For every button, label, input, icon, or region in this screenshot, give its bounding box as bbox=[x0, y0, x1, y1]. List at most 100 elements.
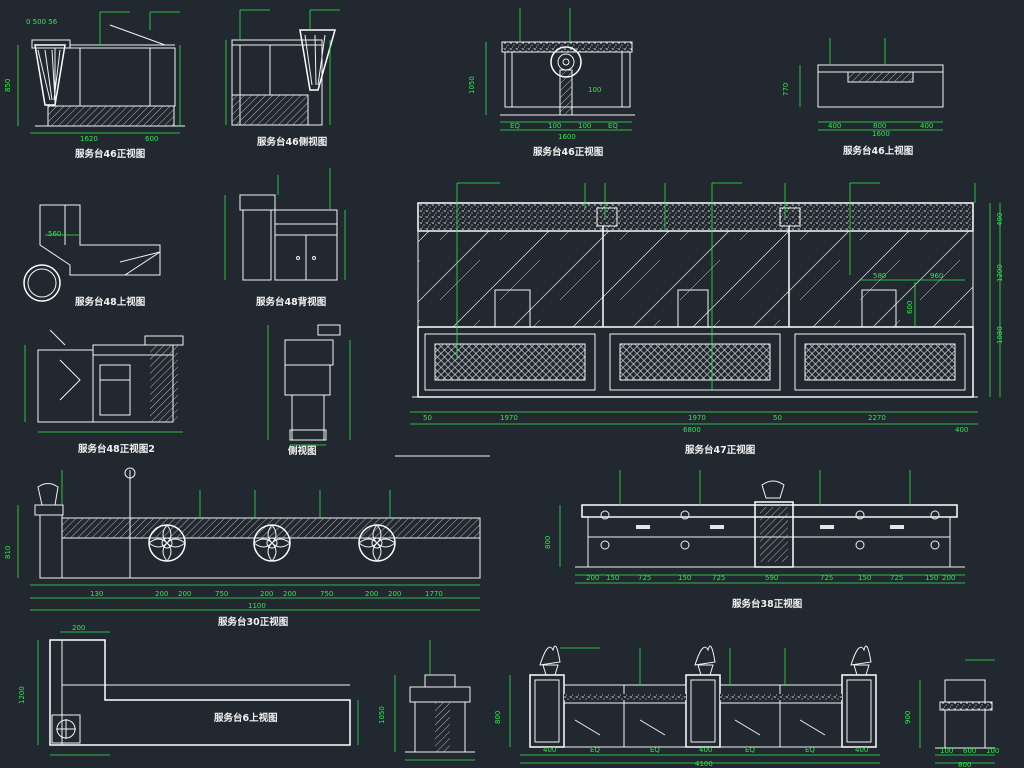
dim-30-h1: 810 bbox=[4, 546, 12, 559]
dim-30-p1: 200 bbox=[155, 590, 168, 598]
dim-47-r2: 1080 bbox=[996, 326, 1004, 344]
dim-6f-h0: 800 bbox=[494, 711, 502, 724]
view-38-front: 200 150 725 150 725 590 725 150 725 150 … bbox=[544, 470, 965, 610]
dim-30-p7: 200 bbox=[365, 590, 378, 598]
planter-left bbox=[539, 645, 561, 676]
dim-f46-total: 1600 bbox=[558, 133, 576, 141]
view-46-front: 1050 EQ 100 100 EQ 1600 100 服务台46正视图 bbox=[468, 8, 635, 158]
planter-right bbox=[850, 645, 872, 676]
dim-47-total: 6800 bbox=[683, 426, 701, 434]
dim-sbr-p0: 100 bbox=[940, 747, 953, 755]
dim-38-p4: 725 bbox=[712, 574, 725, 582]
dim-f46-a: 100 bbox=[588, 86, 601, 94]
dim-38-p1: 150 bbox=[606, 574, 619, 582]
dim-38-p8: 725 bbox=[890, 574, 903, 582]
dim-sbr-p1: 600 bbox=[963, 747, 976, 755]
view-6-stand: 1050 bbox=[378, 640, 475, 761]
dim-6f-p4: EQ bbox=[745, 746, 755, 754]
dim-f46-h: 1050 bbox=[468, 76, 476, 94]
view-48-back: 服务台48背视图 bbox=[224, 168, 346, 308]
dim-6f-p2: EQ bbox=[650, 746, 660, 754]
title-tl: 服务台46正视图 bbox=[75, 148, 145, 160]
title-side-top: 服务台46侧视图 bbox=[257, 136, 327, 148]
dim-6f-p0: 400 bbox=[543, 746, 556, 754]
dim-30-total: 1100 bbox=[248, 602, 266, 610]
view-side-br: 100 600 100 800 900 bbox=[904, 659, 999, 768]
title-46-top: 服务台46上视图 bbox=[843, 145, 913, 157]
title-38-front: 服务台38正视图 bbox=[732, 598, 802, 610]
planter-mid bbox=[694, 645, 716, 676]
title-small-side: 侧视图 bbox=[288, 445, 317, 457]
view-47-front: 400 1200 1080 580 960 600 1970 1970 2270… bbox=[395, 182, 1004, 457]
dim-tl-top: 0 500 56 bbox=[26, 18, 58, 26]
dim-47-i2: 600 bbox=[906, 301, 914, 314]
dim-30-p3: 750 bbox=[215, 590, 228, 598]
dim-6f-p3: 400 bbox=[699, 746, 712, 754]
dim-tl-w2: 600 bbox=[145, 135, 158, 143]
dim-tl-h1: 850 bbox=[4, 79, 12, 92]
dim-t46-total: 1600 bbox=[872, 130, 890, 138]
view-30-front: 130 200 200 750 200 200 750 200 200 1770… bbox=[4, 467, 481, 628]
dim-38-p9: 150 bbox=[925, 574, 938, 582]
view-6-top: 200 1200 服务台6上视图 bbox=[18, 624, 359, 756]
rosette-3 bbox=[358, 524, 396, 562]
rosette-1 bbox=[148, 524, 186, 562]
dim-30-p8: 200 bbox=[388, 590, 401, 598]
view-6-front: 400 EQ EQ 400 EQ EQ 400 4100 800 bbox=[494, 645, 880, 768]
dim-6f-p6: 400 bbox=[855, 746, 868, 754]
dim-47-end: 400 bbox=[955, 426, 968, 434]
dim-30-p6: 750 bbox=[320, 590, 333, 598]
dim-6f-p5: EQ bbox=[805, 746, 815, 754]
dim-38-p7: 150 bbox=[858, 574, 871, 582]
title-6-top: 服务台6上视图 bbox=[214, 712, 278, 724]
dim-f46-p3: EQ bbox=[608, 122, 618, 130]
dim-48top-a: 560 bbox=[48, 230, 61, 238]
dim-f46-p0: EQ bbox=[510, 122, 520, 130]
dim-tl-w1: 1620 bbox=[80, 135, 98, 143]
title-46-front: 服务台46正视图 bbox=[533, 146, 603, 158]
dim-47-p1: 1970 bbox=[688, 414, 706, 422]
dim-38-h: 800 bbox=[544, 536, 552, 549]
dim-47-p2: 2270 bbox=[868, 414, 886, 422]
dim-6s-h: 1050 bbox=[378, 706, 386, 724]
dim-47-i1: 960 bbox=[930, 272, 943, 280]
view-small-side: 侧视图 bbox=[267, 324, 351, 457]
dim-6t-h: 1200 bbox=[18, 686, 26, 704]
dim-6f-total: 4100 bbox=[695, 760, 713, 768]
dim-38-p0: 200 bbox=[586, 574, 599, 582]
title-47-front: 服务台47正视图 bbox=[685, 444, 755, 456]
view-48-top: 560 服务台48上视图 bbox=[23, 204, 161, 308]
dim-f46-p1: 100 bbox=[548, 122, 561, 130]
dim-f46-p2: 100 bbox=[578, 122, 591, 130]
dim-38-p3: 150 bbox=[678, 574, 691, 582]
dim-30-p5: 200 bbox=[283, 590, 296, 598]
dim-30-p4: 200 bbox=[260, 590, 273, 598]
dim-47-p0: 1970 bbox=[500, 414, 518, 422]
dim-30-p2: 200 bbox=[178, 590, 191, 598]
dim-6t-w0: 200 bbox=[72, 624, 85, 632]
dim-t46-p2: 400 bbox=[920, 122, 933, 130]
dim-30-p0: 130 bbox=[90, 590, 103, 598]
dim-t46-h: 770 bbox=[782, 83, 790, 96]
dim-47-r1: 1200 bbox=[996, 264, 1004, 282]
rosette-2 bbox=[253, 524, 291, 562]
dim-47-i0: 580 bbox=[873, 272, 886, 280]
dim-47-s1: 50 bbox=[773, 414, 782, 422]
dim-30-p9: 1770 bbox=[425, 590, 443, 598]
dim-t46-p0: 400 bbox=[828, 122, 841, 130]
title-30-front: 服务台30正视图 bbox=[218, 616, 288, 628]
title-48-back: 服务台48背视图 bbox=[256, 296, 326, 308]
dim-38-p5: 590 bbox=[765, 574, 778, 582]
dim-sbr-p2: 100 bbox=[986, 747, 999, 755]
view-46-top: 400 800 400 1600 770 服务台46上视图 bbox=[782, 38, 944, 157]
dim-47-r0: 400 bbox=[996, 213, 1004, 226]
dim-6f-p1: EQ bbox=[590, 746, 600, 754]
dim-47-s0: 50 bbox=[423, 414, 432, 422]
dim-sbr-total: 800 bbox=[958, 761, 971, 768]
dim-38-p6: 725 bbox=[820, 574, 833, 582]
dim-38-p10: 200 bbox=[942, 574, 955, 582]
dim-t46-p1: 800 bbox=[873, 122, 886, 130]
dim-sbr-h: 900 bbox=[904, 711, 912, 724]
dim-38-p2: 725 bbox=[638, 574, 651, 582]
